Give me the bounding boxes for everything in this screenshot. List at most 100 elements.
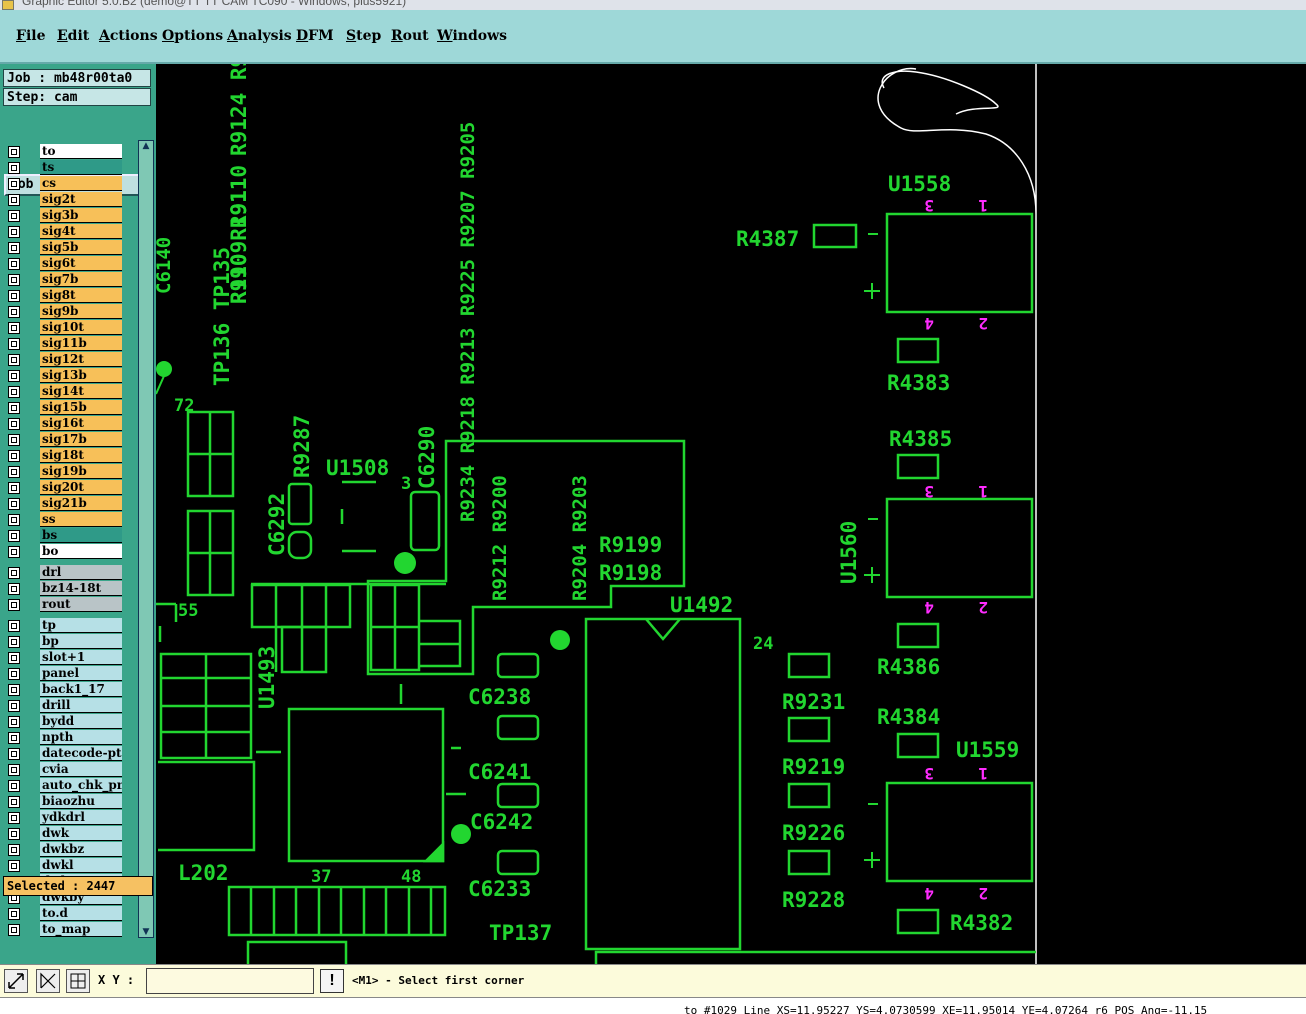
layer-name[interactable]: cvia (40, 762, 122, 777)
layer-checkbox[interactable] (8, 652, 20, 664)
pad-c6292[interactable] (287, 530, 313, 560)
layer-row[interactable]: dwkl (6, 858, 124, 874)
layer-checkbox[interactable] (8, 812, 20, 824)
layer-checkbox[interactable] (8, 146, 20, 158)
component-u1492[interactable] (584, 617, 742, 951)
layer-name[interactable]: biaozhu (40, 794, 122, 809)
layer-checkbox[interactable] (8, 860, 20, 872)
layer-name[interactable]: sig21b (40, 496, 122, 511)
layer-row[interactable]: sig12t (6, 352, 124, 368)
layer-checkbox[interactable] (8, 434, 20, 446)
layer-row[interactable]: dwk (6, 826, 124, 842)
layer-row[interactable]: datecode-pth (6, 746, 124, 762)
layer-name[interactable]: sig5b (40, 240, 122, 255)
layer-name[interactable]: sig17b (40, 432, 122, 447)
pad-r4383[interactable] (896, 337, 940, 364)
layer-row[interactable]: sig6t (6, 256, 124, 272)
layer-name[interactable]: bydd (40, 714, 122, 729)
layer-checkbox[interactable] (8, 684, 20, 696)
layer-name[interactable]: to.d (40, 906, 122, 921)
layer-name[interactable]: tp (40, 618, 122, 633)
component-u1559[interactable] (885, 781, 1034, 883)
layer-row[interactable]: auto_chk_pn. (6, 778, 124, 794)
layer-name[interactable]: sig10t (40, 320, 122, 335)
zoom-window-icon[interactable] (4, 969, 28, 993)
layer-name[interactable]: sig6t (40, 256, 122, 271)
layer-checkbox[interactable] (8, 386, 20, 398)
layer-checkbox[interactable] (8, 700, 20, 712)
layer-checkbox[interactable] (8, 354, 20, 366)
layer-row[interactable]: ss (6, 512, 124, 528)
layer-row[interactable]: slot+1 (6, 650, 124, 666)
layer-name[interactable]: sig3b (40, 208, 122, 223)
layer-name[interactable]: cs (40, 176, 122, 191)
pad-c6238[interactable] (496, 652, 540, 679)
menu-windows[interactable]: Windows (437, 28, 508, 44)
pad-c6233[interactable] (496, 849, 540, 876)
layer-row[interactable]: ts (6, 160, 124, 176)
layer-checkbox[interactable] (8, 546, 20, 558)
layer-row[interactable]: sig14t (6, 384, 124, 400)
component-u1508[interactable] (340, 480, 376, 553)
menu-rout[interactable]: Rout (391, 28, 429, 44)
menu-edit[interactable]: Edit (57, 28, 90, 44)
layer-row[interactable]: sig13b (6, 368, 124, 384)
layer-checkbox[interactable] (8, 210, 20, 222)
layer-checkbox[interactable] (8, 748, 20, 760)
layer-row[interactable]: sig2t (6, 192, 124, 208)
scroll-down-icon[interactable]: ▼ (142, 927, 150, 937)
layer-checkbox[interactable] (8, 668, 20, 680)
menu-dfm[interactable]: DFM (296, 28, 334, 44)
pad-r9231b[interactable] (787, 716, 831, 743)
via-tp136[interactable] (156, 361, 172, 377)
layer-checkbox[interactable] (8, 796, 20, 808)
layer-row[interactable]: to.d (6, 906, 124, 922)
layer-name[interactable]: sig16t (40, 416, 122, 431)
layer-checkbox[interactable] (8, 636, 20, 648)
menu-options[interactable]: Options (162, 28, 224, 44)
pad-c6242[interactable] (496, 782, 540, 809)
layer-checkbox[interactable] (8, 338, 20, 350)
layer-row[interactable]: drl (6, 565, 124, 581)
pad-r9287[interactable] (287, 482, 313, 526)
layer-checkbox[interactable] (8, 498, 20, 510)
layer-name[interactable]: sig20t (40, 480, 122, 495)
layer-name[interactable]: sig13b (40, 368, 122, 383)
pad-c6241[interactable] (496, 714, 540, 741)
layer-row[interactable]: bp (6, 634, 124, 650)
layer-name[interactable]: slot+1 (40, 650, 122, 665)
pad-r9231a[interactable] (787, 652, 831, 679)
layer-name[interactable]: auto_chk_pn. (40, 778, 122, 793)
layer-name[interactable]: to (40, 144, 122, 159)
graphic-canvas[interactable]: U1558 R4387 R4383 R4385 R4386 R4384 U155… (156, 64, 1306, 964)
menu-analysis[interactable]: Analysis (227, 28, 292, 44)
layer-row[interactable]: panel (6, 666, 124, 682)
layer-row[interactable]: sig20t (6, 480, 124, 496)
pad-c6290[interactable] (409, 490, 441, 552)
layer-row[interactable]: bydd (6, 714, 124, 730)
layer-checkbox[interactable] (8, 924, 20, 936)
layer-checkbox[interactable] (8, 370, 20, 382)
layer-name[interactable]: sig7b (40, 272, 122, 287)
scroll-up-icon[interactable]: ▲ (142, 141, 150, 151)
layer-name[interactable]: ydkdrl (40, 810, 122, 825)
layer-name[interactable]: sig8t (40, 288, 122, 303)
layer-checkbox[interactable] (8, 530, 20, 542)
layer-row[interactable]: sig8t (6, 288, 124, 304)
menu-file[interactable]: File (16, 28, 46, 44)
layer-checkbox[interactable] (8, 583, 20, 595)
layer-row[interactable]: sig19b (6, 464, 124, 480)
layer-name[interactable]: drill (40, 698, 122, 713)
layer-name[interactable]: sig11b (40, 336, 122, 351)
layer-row[interactable]: sig15b (6, 400, 124, 416)
layer-row[interactable]: sig9b (6, 304, 124, 320)
measure-icon[interactable] (36, 969, 60, 993)
pad-r4386[interactable] (896, 622, 940, 649)
layer-checkbox[interactable] (8, 567, 20, 579)
layer-name[interactable]: sig18t (40, 448, 122, 463)
layer-name[interactable]: sig19b (40, 464, 122, 479)
layer-checkbox[interactable] (8, 226, 20, 238)
pad-r4382[interactable] (896, 908, 940, 935)
layer-scrollbar[interactable]: ▲ ▼ (138, 140, 154, 938)
pad-r9226[interactable] (787, 849, 831, 876)
